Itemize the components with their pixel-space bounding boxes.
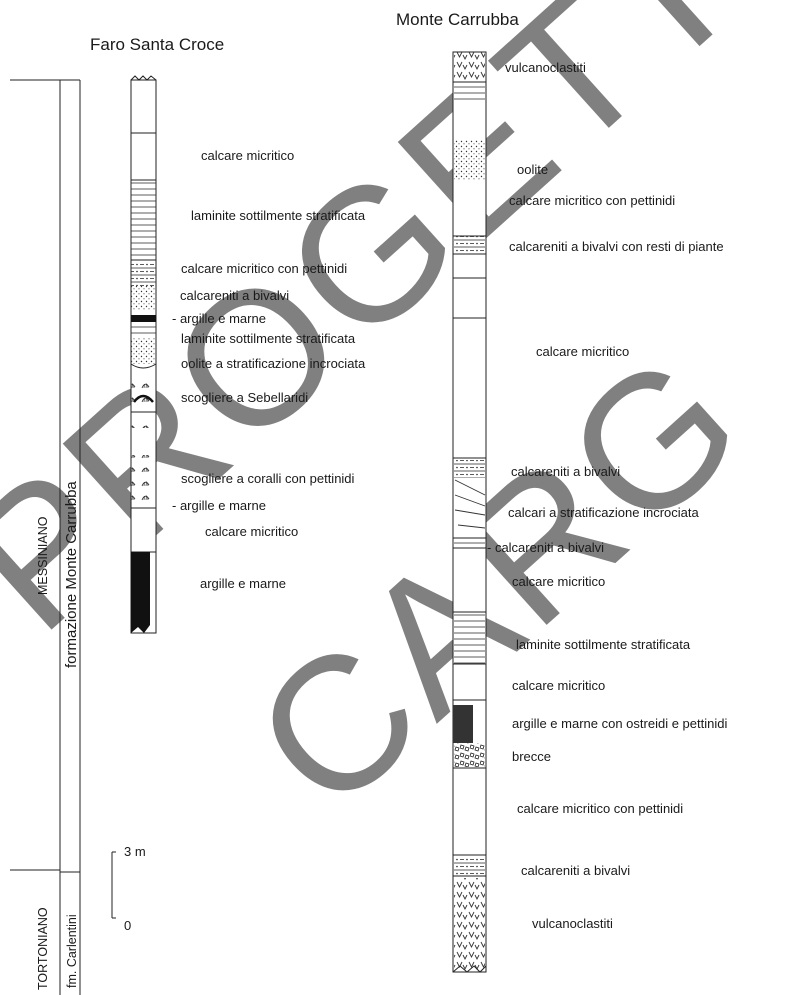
left-label-10: calcare micritico (205, 524, 298, 539)
right-label-4: calcare micritico (536, 344, 629, 359)
right-label-0: vulcanoclastiti (505, 60, 586, 75)
right-label-9: laminite sottilmente stratificata (516, 637, 691, 652)
label-formazione: formazione Monte Carrubba (63, 481, 80, 668)
left-label-2: calcare micritico con pettinidi (181, 261, 347, 276)
right-label-8: calcare micritico (512, 574, 605, 589)
left-label-5: laminite sottilmente stratificata (181, 331, 356, 346)
label-carlentini: fm. Carlentini (65, 914, 79, 988)
right-label-13: calcare micritico con pettinidi (517, 801, 683, 816)
right-label-14: calcareniti a bivalvi (521, 863, 630, 878)
left-label-4: - argille e marne (172, 311, 266, 326)
right-label-15: vulcanoclastiti (532, 916, 613, 931)
right-label-10: calcare micritico (512, 678, 605, 693)
scale-label-top: 3 m (124, 844, 146, 859)
left-label-6: oolite a stratificazione incrociata (181, 356, 366, 371)
right-label-12: brecce (512, 749, 551, 764)
left-labels: calcare micritico laminite sottilmente s… (172, 148, 366, 591)
right-labels: vulcanoclastiti oolite calcare micritico… (487, 60, 727, 931)
label-tortoniano: TORTONIANO (36, 907, 50, 990)
right-label-2: calcare micritico con pettinidi (509, 193, 675, 208)
title-left: Faro Santa Croce (90, 35, 224, 54)
left-label-11: argille e marne (200, 576, 286, 591)
right-label-11: argille e marne con ostreidi e pettinidi (512, 716, 727, 731)
chronostratigraphy-bars (10, 79, 81, 995)
right-label-1: oolite (517, 162, 548, 177)
left-label-8: scogliere a coralli con pettinidi (181, 471, 355, 486)
scale-bar (111, 851, 116, 919)
right-label-7: - calcareniti a bivalvi (487, 540, 604, 555)
right-label-3: calcareniti a bivalvi con resti di piant… (509, 239, 724, 254)
title-right: Monte Carrubba (396, 10, 519, 29)
label-messiniano: MESSINIANO (36, 516, 50, 595)
scale-label-bottom: 0 (124, 918, 131, 933)
left-label-9: - argille e marne (172, 498, 266, 513)
left-label-3: calcareniti a bivalvi (180, 288, 289, 303)
left-label-7: scogliere a Sebellaridi (181, 390, 308, 405)
left-label-1: laminite sottilmente stratificata (191, 208, 366, 223)
column-monte-carrubba (452, 51, 487, 973)
column-faro-santa-croce (130, 75, 157, 634)
right-label-5: calcareniti a bivalvi (511, 464, 620, 479)
left-label-0: calcare micritico (201, 148, 294, 163)
right-label-6: calcari a stratificazione incrociata (508, 505, 700, 520)
